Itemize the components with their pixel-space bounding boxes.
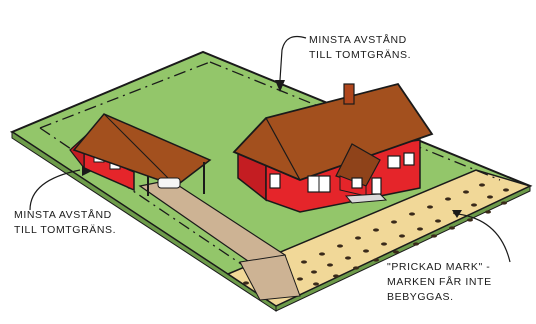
leader-line-bottom [457, 213, 511, 263]
driveway-front [239, 254, 301, 301]
front-door [371, 177, 382, 195]
house-window [351, 177, 363, 189]
dotted-land-annotation-line3: BEBYGGAS. [387, 291, 454, 303]
setback-annotation-top: MINSTA AVSTÅND TILL TOMTGRÄNS. [309, 33, 411, 63]
setback-annotation-left-line1: MINSTA AVSTÅND [14, 209, 112, 221]
setback-annotation-left-line2: TILL TOMTGRÄNS. [14, 224, 117, 236]
house-window [387, 155, 401, 169]
dotted-land-annotation-line2: MARKEN FÅR INTE [387, 276, 492, 288]
dotted-land-annotation-line1: "PRICKAD MARK" - [387, 261, 491, 273]
house-window [269, 173, 281, 189]
leader-line-left [29, 169, 81, 211]
garage-roof [72, 113, 212, 187]
leader-arrows [82, 80, 462, 218]
arrowhead [275, 80, 285, 92]
front-steps [344, 193, 388, 204]
chimney [343, 83, 355, 105]
leader-line-top [279, 35, 307, 81]
car [157, 177, 181, 189]
arrowhead [452, 210, 462, 218]
roof-edge [103, 113, 177, 187]
arrowhead [82, 166, 92, 176]
setback-annotation-left: MINSTA AVSTÅND TILL TOMTGRÄNS. [14, 208, 116, 238]
dotted-land-annotation: "PRICKAD MARK" - MARKEN FÅR INTE BEBYGGA… [387, 260, 492, 305]
house [232, 82, 434, 213]
setback-annotation-top-line1: MINSTA AVSTÅND [309, 34, 407, 46]
garage [69, 113, 212, 196]
setback-annotation-top-line2: TILL TOMTGRÄNS. [309, 49, 412, 61]
house-window [403, 152, 415, 166]
roof-ridge-edge [265, 117, 301, 181]
leader-lines [29, 35, 511, 263]
house-roof [232, 82, 434, 181]
